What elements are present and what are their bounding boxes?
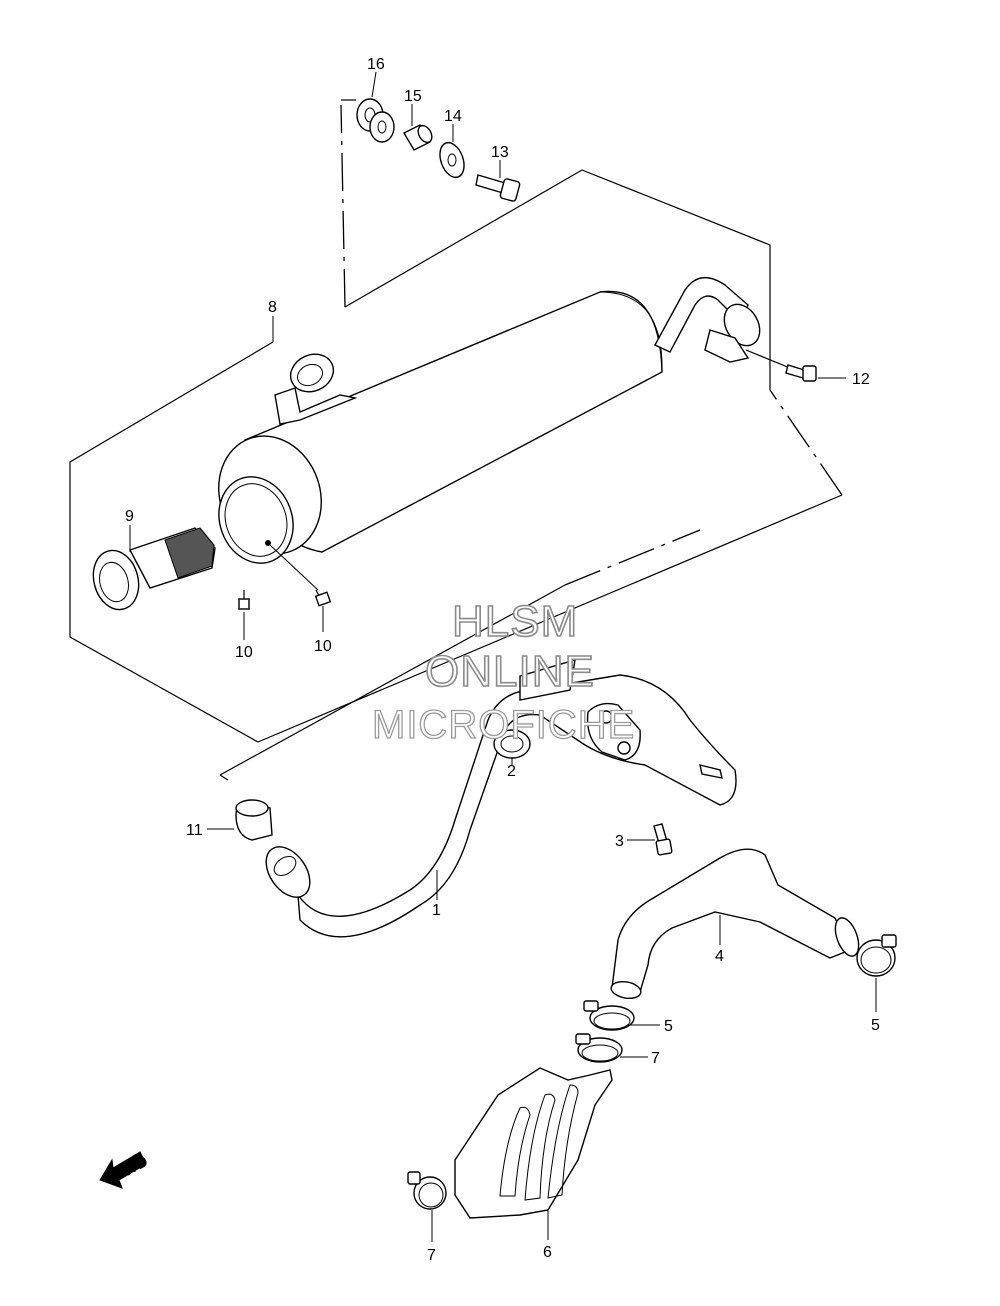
- clamp-5-center: [583, 1000, 635, 1031]
- callout-11: 11: [186, 822, 203, 839]
- bush-11: [235, 799, 273, 841]
- callout-10-right: 10: [314, 638, 332, 655]
- exhaust-pipe-outline: [219, 529, 701, 781]
- callout-2: 2: [507, 763, 516, 780]
- clamp-7-left: [407, 1171, 447, 1210]
- callout-14: 14: [444, 108, 462, 125]
- collar-15: [403, 124, 433, 151]
- bolt-13: [475, 174, 521, 202]
- watermark: HLSM ONLINE MICROFICHE: [371, 596, 635, 747]
- bolt-12: [745, 349, 817, 382]
- callout-6: 6: [543, 1244, 552, 1261]
- callout-5-center: 5: [664, 1018, 673, 1035]
- callout-4: 4: [715, 948, 724, 965]
- bolt-10-left: [238, 590, 250, 610]
- watermark-line3: MICROFICHE: [372, 703, 635, 747]
- exhaust-pipe: [265, 659, 737, 938]
- heat-shield: [454, 1067, 613, 1219]
- bolt-3: [653, 823, 673, 856]
- grommet-16: [356, 98, 395, 143]
- watermark-line2: ONLINE: [425, 647, 595, 696]
- callout-10-left: 10: [235, 644, 253, 661]
- clamp-7-center: [575, 1033, 623, 1063]
- callout-13: 13: [491, 144, 509, 161]
- bolt-10-right: [269, 544, 332, 607]
- spark-arrester: [92, 527, 216, 611]
- exhaust-joint-pipe: [610, 848, 860, 999]
- watermark-line1: HLSM: [452, 597, 578, 646]
- callout-9: 9: [125, 508, 134, 525]
- leader-lines: [129, 71, 877, 1242]
- callout-16: 16: [367, 56, 385, 73]
- callout-8: 8: [268, 299, 277, 316]
- callout-1: 1: [432, 902, 441, 919]
- callout-15: 15: [404, 88, 422, 105]
- callout-labels: 16 15 14 13 12 8 9 10 10 11 2 3 1 4 5 5 …: [125, 56, 880, 1264]
- callout-3: 3: [615, 833, 624, 850]
- clamp-5-right: [856, 934, 897, 977]
- callout-7-center: 7: [651, 1050, 660, 1067]
- washer-14: [439, 141, 465, 179]
- callout-5-right: 5: [871, 1017, 880, 1034]
- callout-12: 12: [852, 371, 870, 388]
- fwd-arrow: FWD: [99, 1151, 151, 1189]
- callout-7-left: 7: [427, 1247, 436, 1264]
- muffler-body: [218, 277, 761, 564]
